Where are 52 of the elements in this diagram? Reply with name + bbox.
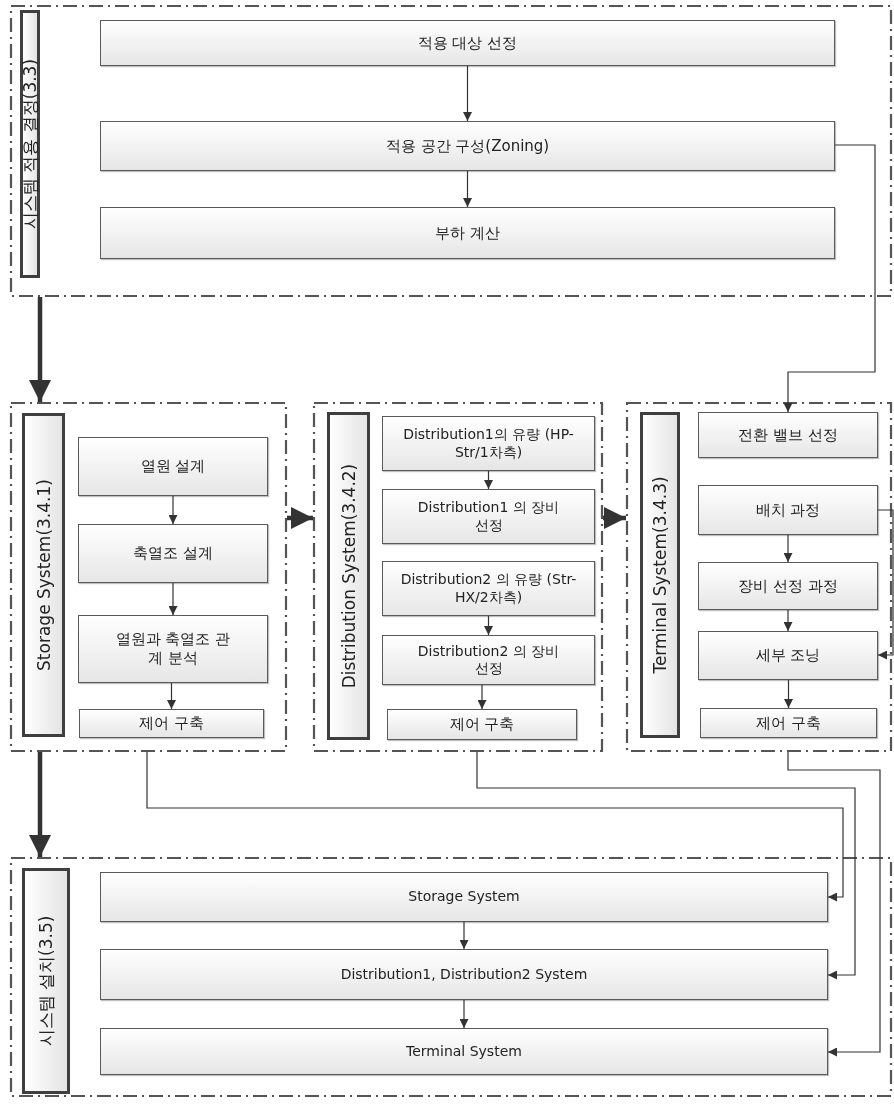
arrow [167,682,176,710]
process-box: Terminal System [100,1028,828,1075]
process-box: 전환 밸브 선정 [698,412,878,458]
section-title: Distribution System(3.4.2) [338,463,359,689]
arrow [783,609,793,632]
process-box: Distribution1 의 장비 선정 [382,489,595,544]
section-title: 시스템 설치(3.5) [34,915,57,1047]
arrow [787,751,881,1057]
arrow [459,999,469,1029]
section-title-bar [20,10,40,278]
process-box: 장비 선정 과정 [698,562,878,610]
section-title-bar [640,412,680,738]
process-box: 적용 공간 구성(Zoning) [100,121,835,171]
process-box: Distribution2 의 유량 (Str-HX/2차측) [382,561,595,616]
arrow [168,495,178,525]
thick-arrow [28,752,52,857]
arrow [477,684,487,710]
process-box: 세부 조닝 [698,631,878,680]
thick-arrow [287,506,313,530]
thick-arrow [603,506,626,530]
arrow [484,470,493,490]
process-box: 축열조 설계 [78,524,268,583]
process-box: 부하 계산 [100,207,835,259]
process-box: 제어 구축 [387,709,577,740]
process-box: 적용 대상 선정 [100,20,835,66]
arrow [877,509,894,660]
process-box: 제어 구축 [700,708,877,738]
section-title: Storage System(3.4.1) [33,479,54,671]
arrow [459,921,469,950]
process-box: Distribution1의 유량 (HP-Str/1차측) [382,416,595,471]
process-box: 제어 구축 [79,709,264,738]
section-title: Terminal System(3.4.3) [650,476,670,674]
process-box: 열원 설계 [78,437,268,496]
arrow [783,534,793,563]
arrow [146,751,844,902]
section-title: 시스템 적용 결정(3.3) [18,58,41,230]
arrow [784,679,793,709]
arrow [484,615,493,636]
process-box: 배치 과정 [698,485,878,535]
process-box: 열원과 축열조 관계 분석 [78,615,268,683]
section-title-bar [327,412,370,740]
arrow [463,170,472,208]
process-box: Storage System [100,872,828,922]
arrow [463,65,472,122]
arrow [476,751,856,980]
thick-arrow [28,297,52,402]
process-box: Distribution2 의 장비 선정 [382,635,595,685]
arrow [783,144,876,413]
process-box: Distribution1, Distribution2 System [100,949,828,1000]
section-title-bar [22,413,65,737]
section-title-bar [22,868,70,1094]
arrow [168,582,178,616]
